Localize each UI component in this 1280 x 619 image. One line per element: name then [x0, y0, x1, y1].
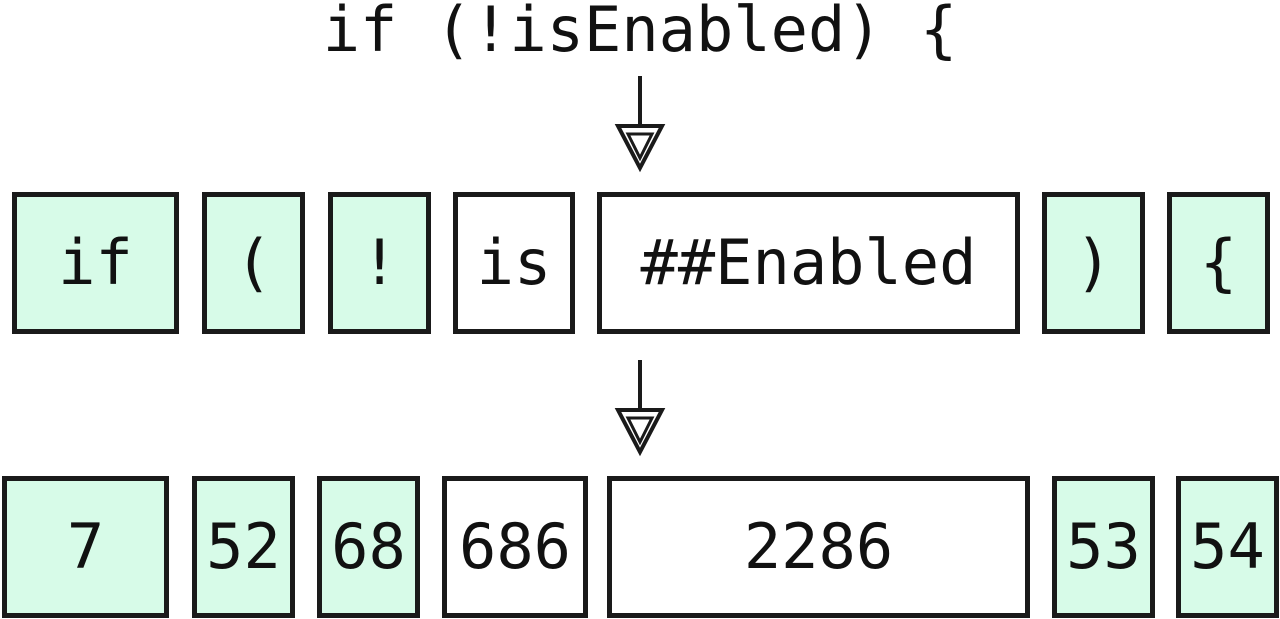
token-id-box: 7 [2, 476, 169, 618]
token-text: is [476, 226, 552, 299]
token-text: ! [360, 226, 399, 299]
token-box: ##Enabled [597, 192, 1020, 334]
token-text: ( [234, 226, 273, 299]
token-text: ##Enabled [640, 226, 977, 299]
source-code-line: if (!isEnabled) { [322, 0, 958, 66]
token-id-box: 54 [1176, 476, 1279, 618]
token-text: { [1199, 226, 1238, 299]
token-box: ) [1042, 192, 1145, 334]
token-box: is [453, 192, 575, 334]
token-box: ! [328, 192, 431, 334]
token-id-text: 68 [331, 510, 406, 583]
token-id-text: 2286 [743, 510, 894, 583]
token-id-box: 52 [192, 476, 295, 618]
token-box: { [1167, 192, 1270, 334]
token-id-text: 686 [459, 510, 571, 583]
down-arrow-icon [614, 360, 666, 457]
token-id-text: 54 [1190, 510, 1265, 583]
token-text: if [58, 226, 133, 299]
token-box: ( [202, 192, 305, 334]
token-id-box: 686 [442, 476, 588, 618]
token-box: if [12, 192, 179, 334]
token-id-text: 52 [206, 510, 281, 583]
token-id-box: 2286 [607, 476, 1030, 618]
token-text: ) [1074, 226, 1113, 299]
down-arrow-icon [614, 76, 666, 173]
token-id-box: 68 [317, 476, 420, 618]
token-id-text: 53 [1066, 510, 1141, 583]
token-id-text: 7 [66, 510, 105, 583]
token-id-box: 53 [1052, 476, 1155, 618]
